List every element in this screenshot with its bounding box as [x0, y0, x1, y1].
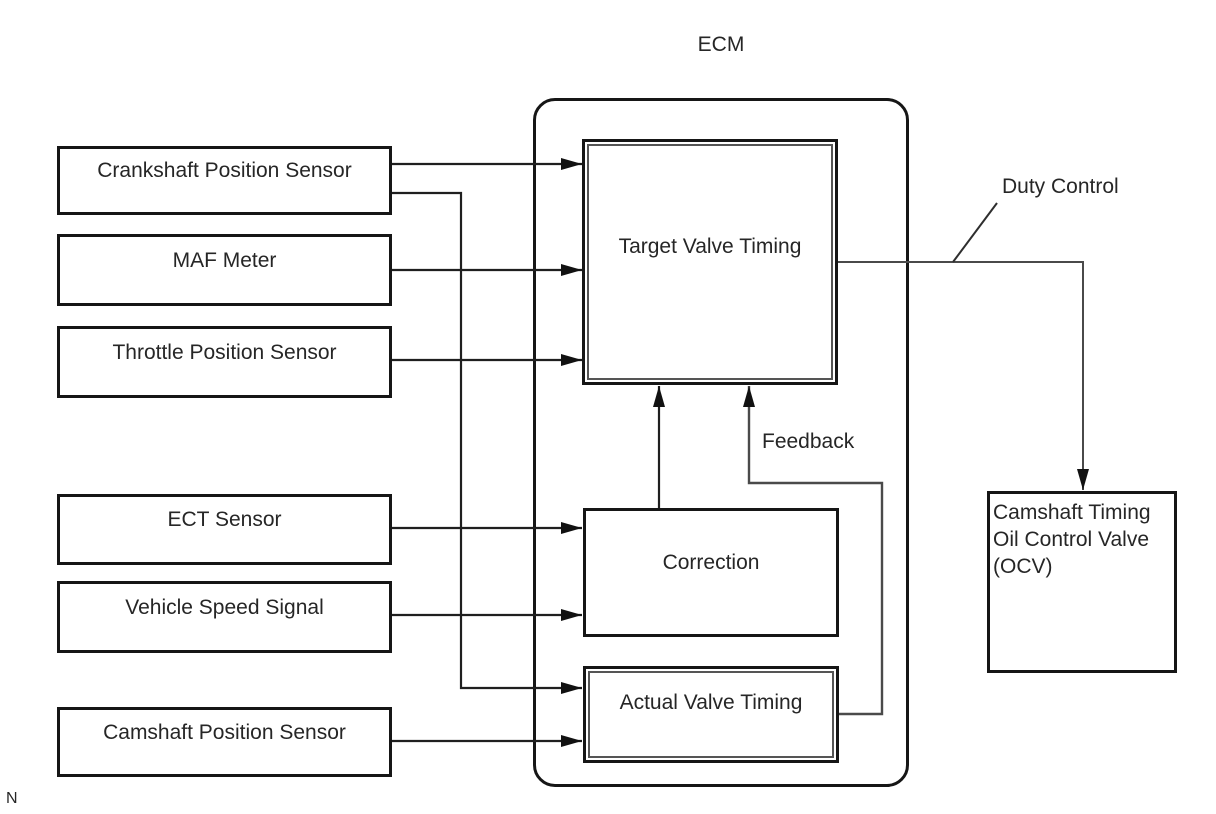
sensor-box-throttle-position: Throttle Position Sensor — [57, 326, 392, 398]
sensor-box-maf-meter: MAF Meter — [57, 234, 392, 306]
feedback-label: Feedback — [762, 430, 855, 453]
block-target-valve-timing: Target Valve Timing — [582, 139, 838, 385]
block-label: Actual Valve Timing — [619, 691, 803, 715]
sensor-label: Vehicle Speed Signal — [125, 595, 324, 619]
block-correction: Correction — [583, 508, 839, 637]
corner-mark: N — [6, 790, 18, 807]
sensor-label: ECT Sensor — [167, 508, 282, 532]
sensor-box-camshaft-position: Camshaft Position Sensor — [57, 707, 392, 777]
ecm-title: ECM — [697, 33, 745, 56]
sensor-box-vehicle-speed: Vehicle Speed Signal — [57, 581, 392, 653]
sensor-label: Throttle Position Sensor — [112, 340, 337, 364]
duty-control-leader-line — [952, 202, 998, 263]
sensor-label: Crankshaft Position Sensor — [97, 159, 352, 183]
block-label: Target Valve Timing — [618, 234, 802, 258]
sensor-box-ect: ECT Sensor — [57, 494, 392, 565]
sensor-box-crankshaft-position: Crankshaft Position Sensor — [57, 146, 392, 215]
block-actual-valve-timing: Actual Valve Timing — [583, 666, 839, 763]
block-label: Correction — [662, 551, 760, 575]
actuator-box-ocv: Camshaft Timing Oil Control Valve (OCV) — [987, 491, 1177, 673]
sensor-label: MAF Meter — [172, 248, 277, 272]
sensor-label: Camshaft Position Sensor — [103, 720, 346, 744]
actuator-label: Camshaft Timing Oil Control Valve (OCV) — [993, 501, 1151, 578]
duty-control-label: Duty Control — [1002, 175, 1119, 198]
